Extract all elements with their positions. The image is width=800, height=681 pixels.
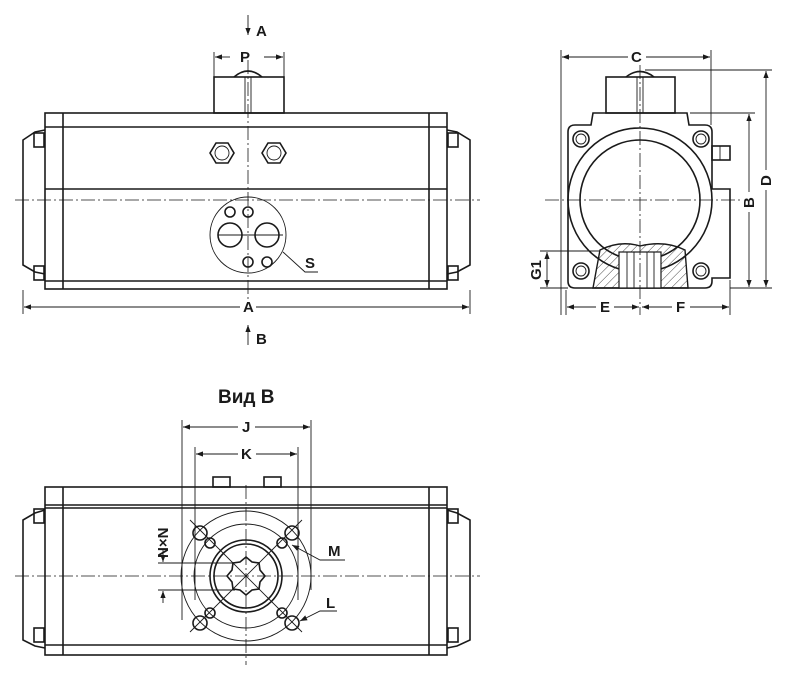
bottom-view: Вид В J K N×N M L <box>15 387 480 665</box>
side-view: C D B G1 E F <box>528 49 775 316</box>
hex-nut <box>261 142 287 164</box>
dim-d: D <box>758 175 775 186</box>
star-drive <box>225 555 267 597</box>
dim-a: A <box>243 299 254 316</box>
dim-g1: G1 <box>528 260 545 280</box>
dim-c: C <box>631 49 642 66</box>
dim-j: J <box>242 419 250 436</box>
nut <box>263 476 282 488</box>
dim-nxn: N×N <box>155 528 172 558</box>
bolt-hole <box>572 262 590 280</box>
hex-nut <box>209 142 235 164</box>
dim-p: P <box>240 49 250 66</box>
dim-f: F <box>676 299 685 316</box>
bolt-hole <box>692 130 710 148</box>
dim-b: B <box>741 197 758 208</box>
section-arrow-b: B <box>256 331 267 348</box>
callout-s: S <box>305 255 315 272</box>
nut <box>212 476 231 488</box>
callout-m: M <box>328 543 341 560</box>
namur-interface <box>209 196 287 274</box>
dim-k: K <box>241 446 252 463</box>
callout-l: L <box>326 595 335 612</box>
fitting <box>711 145 731 161</box>
shaft-boss <box>213 76 285 114</box>
bolt-hole <box>572 130 590 148</box>
front-view: S A P A B <box>15 15 480 348</box>
view-title: Вид В <box>218 387 274 408</box>
dim-e: E <box>600 299 610 316</box>
bolt-hole <box>692 262 710 280</box>
section-arrow-a: A <box>256 23 267 40</box>
